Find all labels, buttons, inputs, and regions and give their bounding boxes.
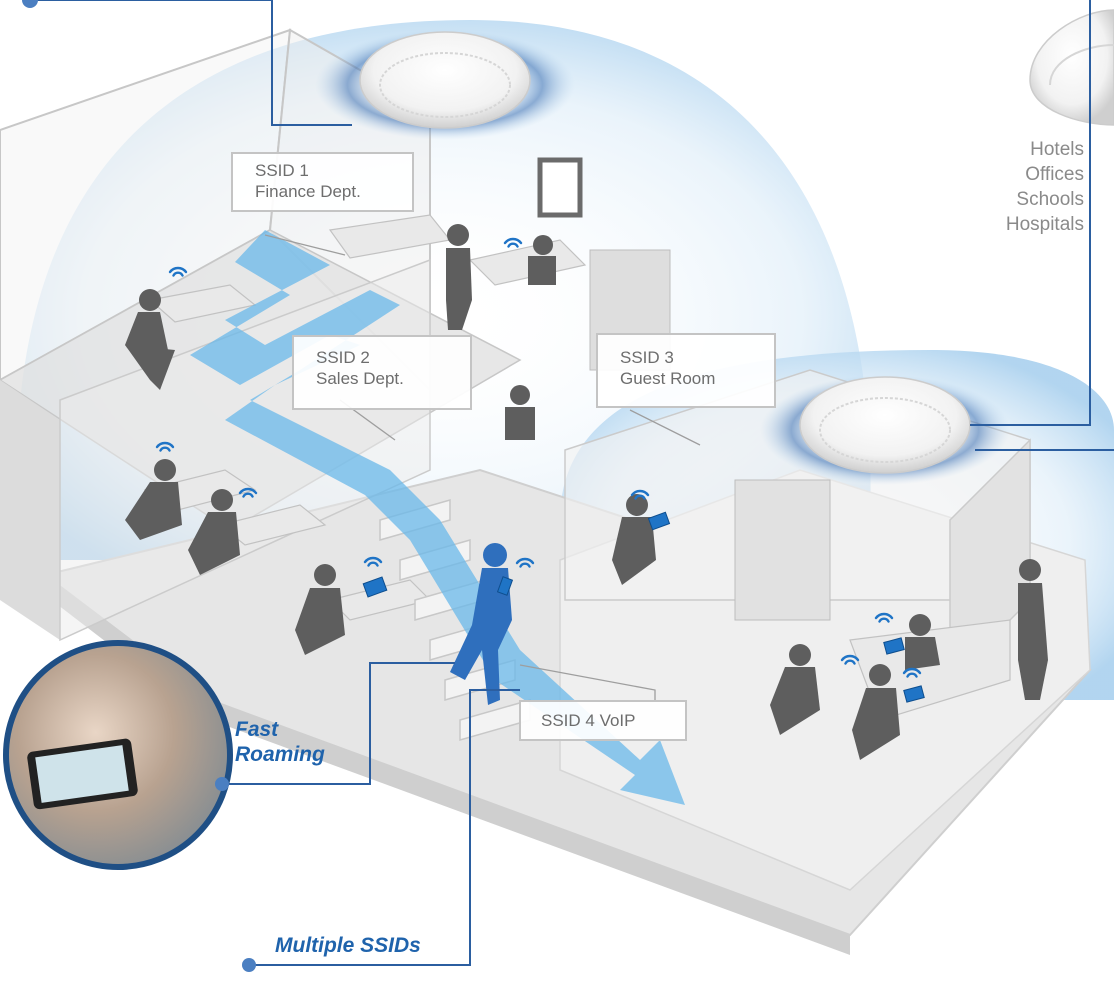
ap-left [359,31,531,129]
ap-top-right [1029,9,1114,126]
ap-top-right-ring [1049,44,1114,86]
person-stairs-upper [505,385,535,440]
ssid-3-name: SSID 3 [620,348,674,367]
photo-phone-screen [35,745,129,803]
person-middle-2 [188,489,240,575]
building-floor-edge [45,575,850,955]
ssid-2-description: Sales Dept. [316,369,404,388]
person-meeting-1 [770,644,820,735]
ap-left-ring [379,52,511,118]
feature-multiple-ssids: Multiple SSIDs [275,933,421,958]
ssid-label-finance: SSID 1 Finance Dept. [231,152,414,212]
wifi-symbols [155,237,922,678]
use-case-offices: Offices [1025,164,1084,185]
tablets [362,511,925,703]
callout-dots [22,0,256,972]
ap-mid [799,376,971,474]
wall-picture [537,157,583,218]
person-standing-right [1018,559,1048,700]
person-meeting-2 [852,664,900,760]
person-upper-left-laptop [125,289,175,390]
person-standing-upper [446,224,472,330]
ap-mid-ring [819,397,951,463]
person-upper-desk [528,235,556,285]
ssid-2-name: SSID 2 [316,348,370,367]
person-tablet-center [612,494,656,585]
ssid-1-name: SSID 1 [255,161,309,180]
feature-fast-roaming: Fast Roaming [235,717,325,767]
use-case-hotels: Hotels [1030,139,1084,160]
ssid-1-description: Finance Dept. [255,182,361,201]
ssid-label-guest: SSID 3 Guest Room [596,333,776,408]
person-meeting-3 [905,614,940,670]
lower-left-wall [0,380,60,640]
use-case-list: Hotels Offices Schools Hospitals [1006,137,1084,237]
ssid-label-sales: SSID 2 Sales Dept. [292,335,472,410]
roaming-user [450,543,512,705]
ssid-3-description: Guest Room [620,369,716,388]
feature-fast-roaming-line1: Fast [235,718,279,741]
ssid-label-voip: SSID 4 VoIP [519,700,687,741]
person-tablet-left [295,564,345,655]
people-silhouettes [125,224,1048,760]
use-case-hospitals: Hospitals [1005,214,1084,235]
callout-lines [30,0,1114,966]
roaming-path-arrow [190,230,685,805]
feature-fast-roaming-line2: Roaming [235,743,325,766]
cabinet-right [734,479,831,621]
feature-multiple-ssids-label: Multiple SSIDs [275,934,421,957]
ssid-4-name: SSID 4 VoIP [541,711,636,730]
use-case-schools: Schools [1016,189,1084,210]
person-middle-1 [125,459,182,540]
